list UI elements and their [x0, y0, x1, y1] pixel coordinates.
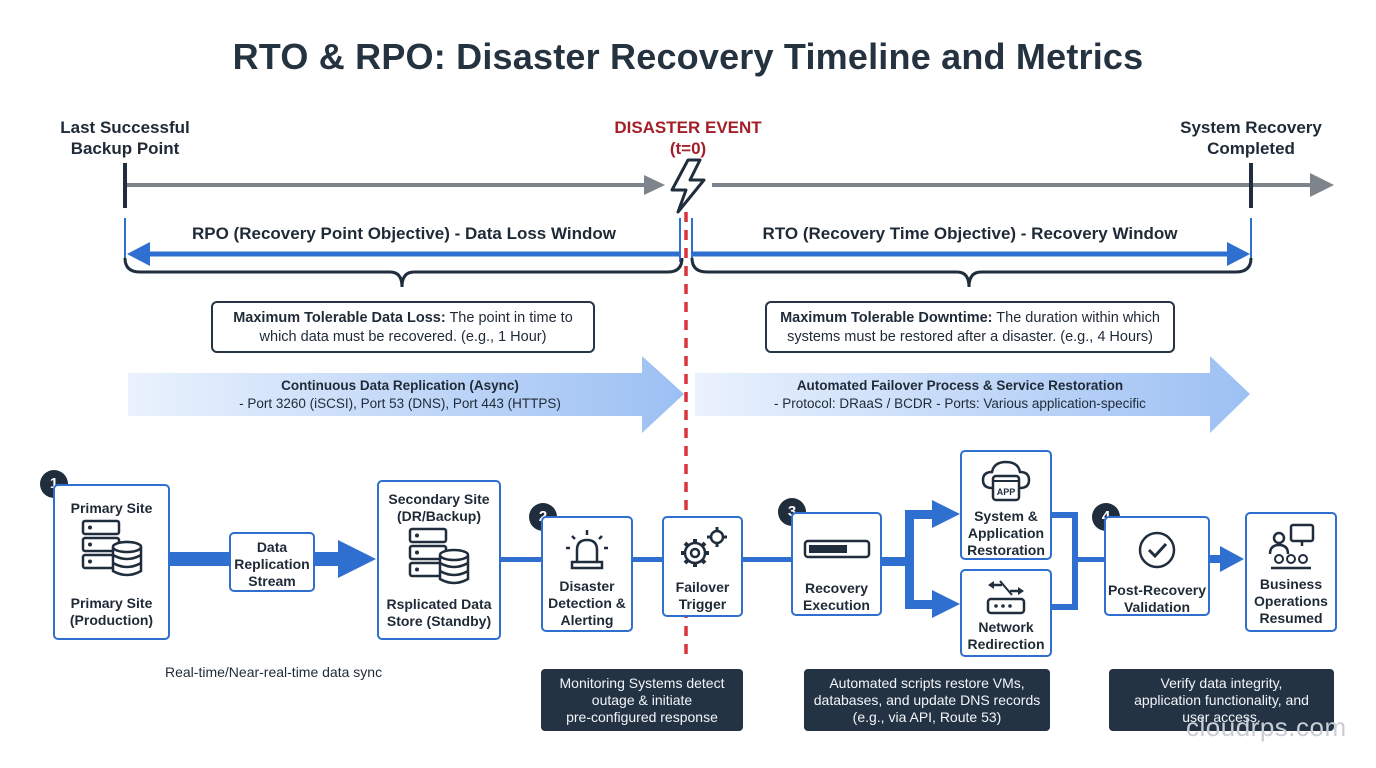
failover-trigger-node: Failover Trigger [662, 516, 743, 617]
rpo-brace [123, 257, 684, 288]
page-title: RTO & RPO: Disaster Recovery Timeline an… [232, 36, 1144, 77]
timeline-axis [123, 163, 1334, 208]
rpo-band [128, 356, 684, 433]
rpo-arrow [124, 218, 681, 266]
cloud-app-icon: APP [981, 460, 1031, 502]
server-database-icon [81, 519, 142, 577]
detection-node: Disaster Detection & Alerting [541, 516, 633, 632]
alarm-siren-icon [566, 530, 608, 570]
rto-band [695, 356, 1250, 433]
rto-description: Maximum Tolerable Downtime: The duration… [765, 301, 1175, 353]
last-backup-label: Last Successful Backup Point [60, 118, 190, 158]
team-monitor-icon [1268, 523, 1315, 570]
rpo-description: Maximum Tolerable Data Loss: The point i… [211, 301, 595, 353]
validation-node: Post-Recovery Validation [1104, 516, 1210, 616]
server-database-icon [408, 527, 470, 585]
rto-band-text: Automated Failover Process & Service Res… [774, 378, 1146, 411]
gears-icon [680, 527, 727, 567]
rto-brace [690, 257, 1253, 288]
secondary-site-node: Secondary Site (DR/Backup) Rsplicated Da… [377, 480, 501, 640]
monitoring-note: Monitoring Systems detect outage & initi… [541, 669, 743, 731]
system-restoration-node: APP System & Application Restoration [960, 450, 1052, 560]
app-icon-text: APP [997, 487, 1016, 497]
scripts-note: Automated scripts restore VMs, databases… [804, 669, 1050, 731]
recovery-completed-label: System Recovery Completed [1180, 118, 1322, 158]
verify-note: Verify data integrity, application funct… [1109, 669, 1334, 731]
watermark: cloudrps.com [1186, 712, 1347, 742]
checkmark-circle-icon [1138, 531, 1176, 569]
recovery-execution-node: Recovery Execution [791, 512, 882, 616]
rpo-band-text: Continuous Data Replication (Async) - Po… [239, 378, 561, 411]
flow-connectors [168, 500, 1244, 618]
replication-stream-node: Data Replication Stream [229, 532, 315, 592]
primary-site-node: Primary Site Primary Site (Production) [53, 484, 170, 640]
network-redirection-node: Network Redirection [960, 569, 1052, 657]
rpo-label: RPO (Recovery Point Objective) - Data Lo… [192, 224, 616, 243]
business-resumed-node: Business Operations Resumed [1245, 512, 1337, 632]
progress-bar-icon [803, 539, 870, 559]
sync-note: Real-time/Near-real-time data sync [165, 664, 383, 680]
lightning-icon [670, 158, 706, 214]
disaster-event-label: DISASTER EVENT (t=0) [614, 118, 762, 158]
rto-arrow [691, 218, 1252, 266]
router-icon [986, 580, 1026, 615]
rto-label: RTO (Recovery Time Objective) - Recovery… [762, 224, 1178, 243]
